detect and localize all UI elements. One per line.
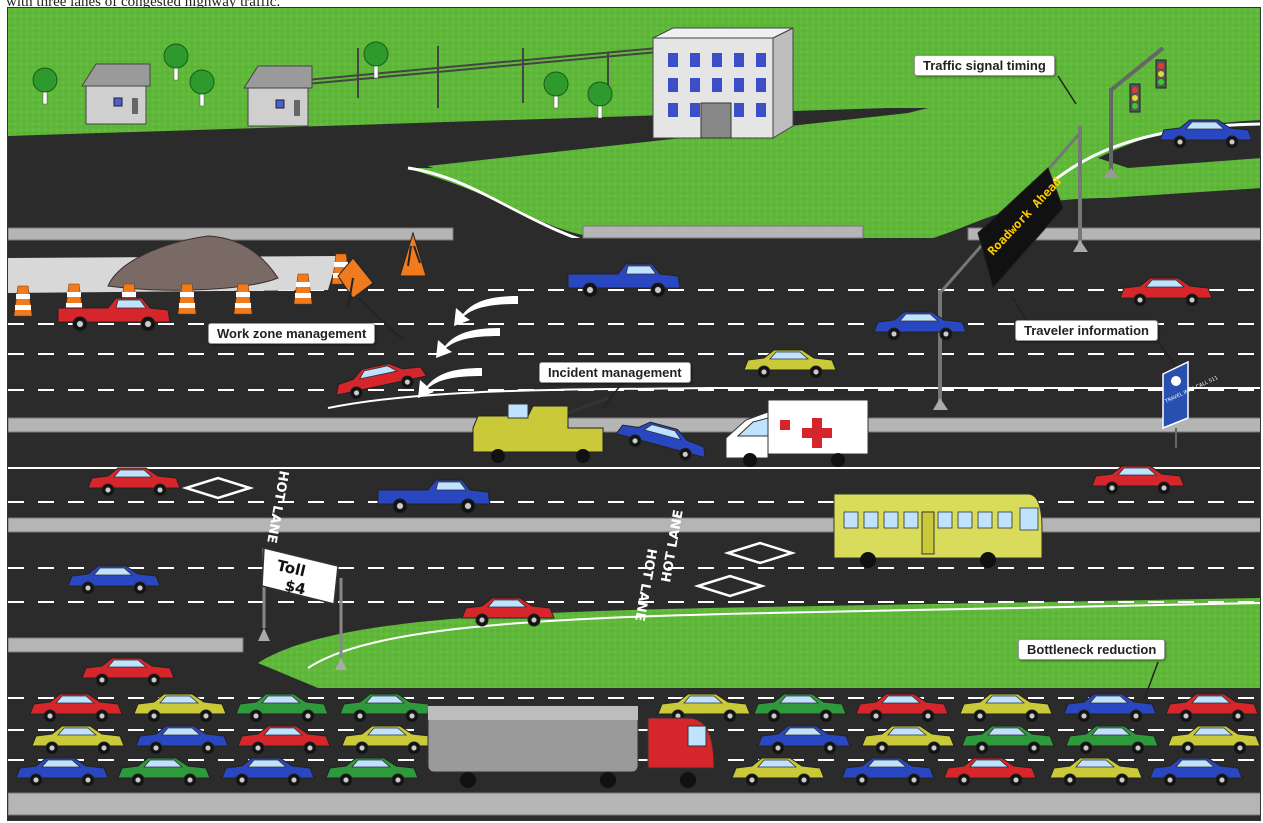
callout-bottleneck-reduction: Bottleneck reduction: [1018, 639, 1165, 660]
callout-traffic-signal-timing: Traffic signal timing: [914, 55, 1055, 76]
traffic-illustration: Roadwork Ahead TRAVEL INFO CALL 511 Toll…: [7, 7, 1261, 821]
bus: [834, 494, 1042, 568]
house: [244, 66, 312, 126]
barrier-top-left: [8, 228, 453, 240]
traffic-scene: Roadwork Ahead TRAVEL INFO CALL 511 Toll…: [8, 8, 1261, 821]
office-building: [653, 28, 793, 138]
median-barrier-2: [8, 518, 1261, 532]
median-barrier-3a: [8, 638, 243, 652]
bottom-barrier: [8, 793, 1261, 815]
house: [82, 64, 150, 124]
barrier-top-mid: [583, 226, 863, 238]
callout-traveler-information: Traveler information: [1015, 320, 1158, 341]
callout-work-zone-management: Work zone management: [208, 323, 375, 344]
callout-incident-management: Incident management: [539, 362, 691, 383]
